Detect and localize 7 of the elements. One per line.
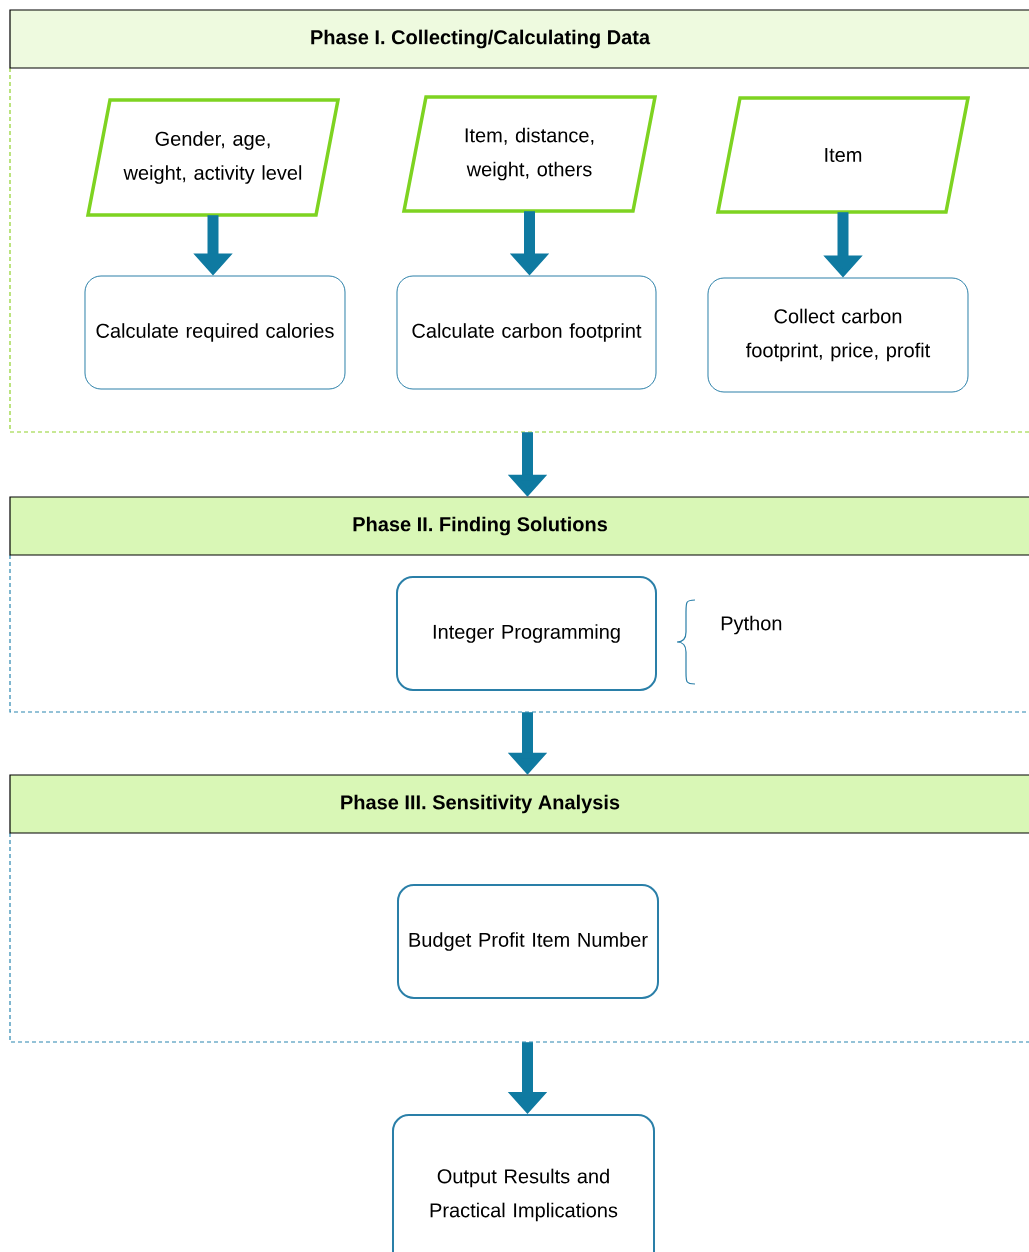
process-box: Calculate carbon footprint: [396, 275, 657, 390]
process-box: Integer Programming: [396, 576, 657, 691]
process-box: Collect carbon footprint, price, profit: [707, 277, 969, 393]
tool-label: Python: [721, 615, 782, 635]
process-box: Output Results and Practical Implications: [392, 1114, 655, 1252]
process-box: Budget Profit Item Number: [397, 884, 659, 999]
process-box: Calculate required calories: [84, 275, 346, 390]
